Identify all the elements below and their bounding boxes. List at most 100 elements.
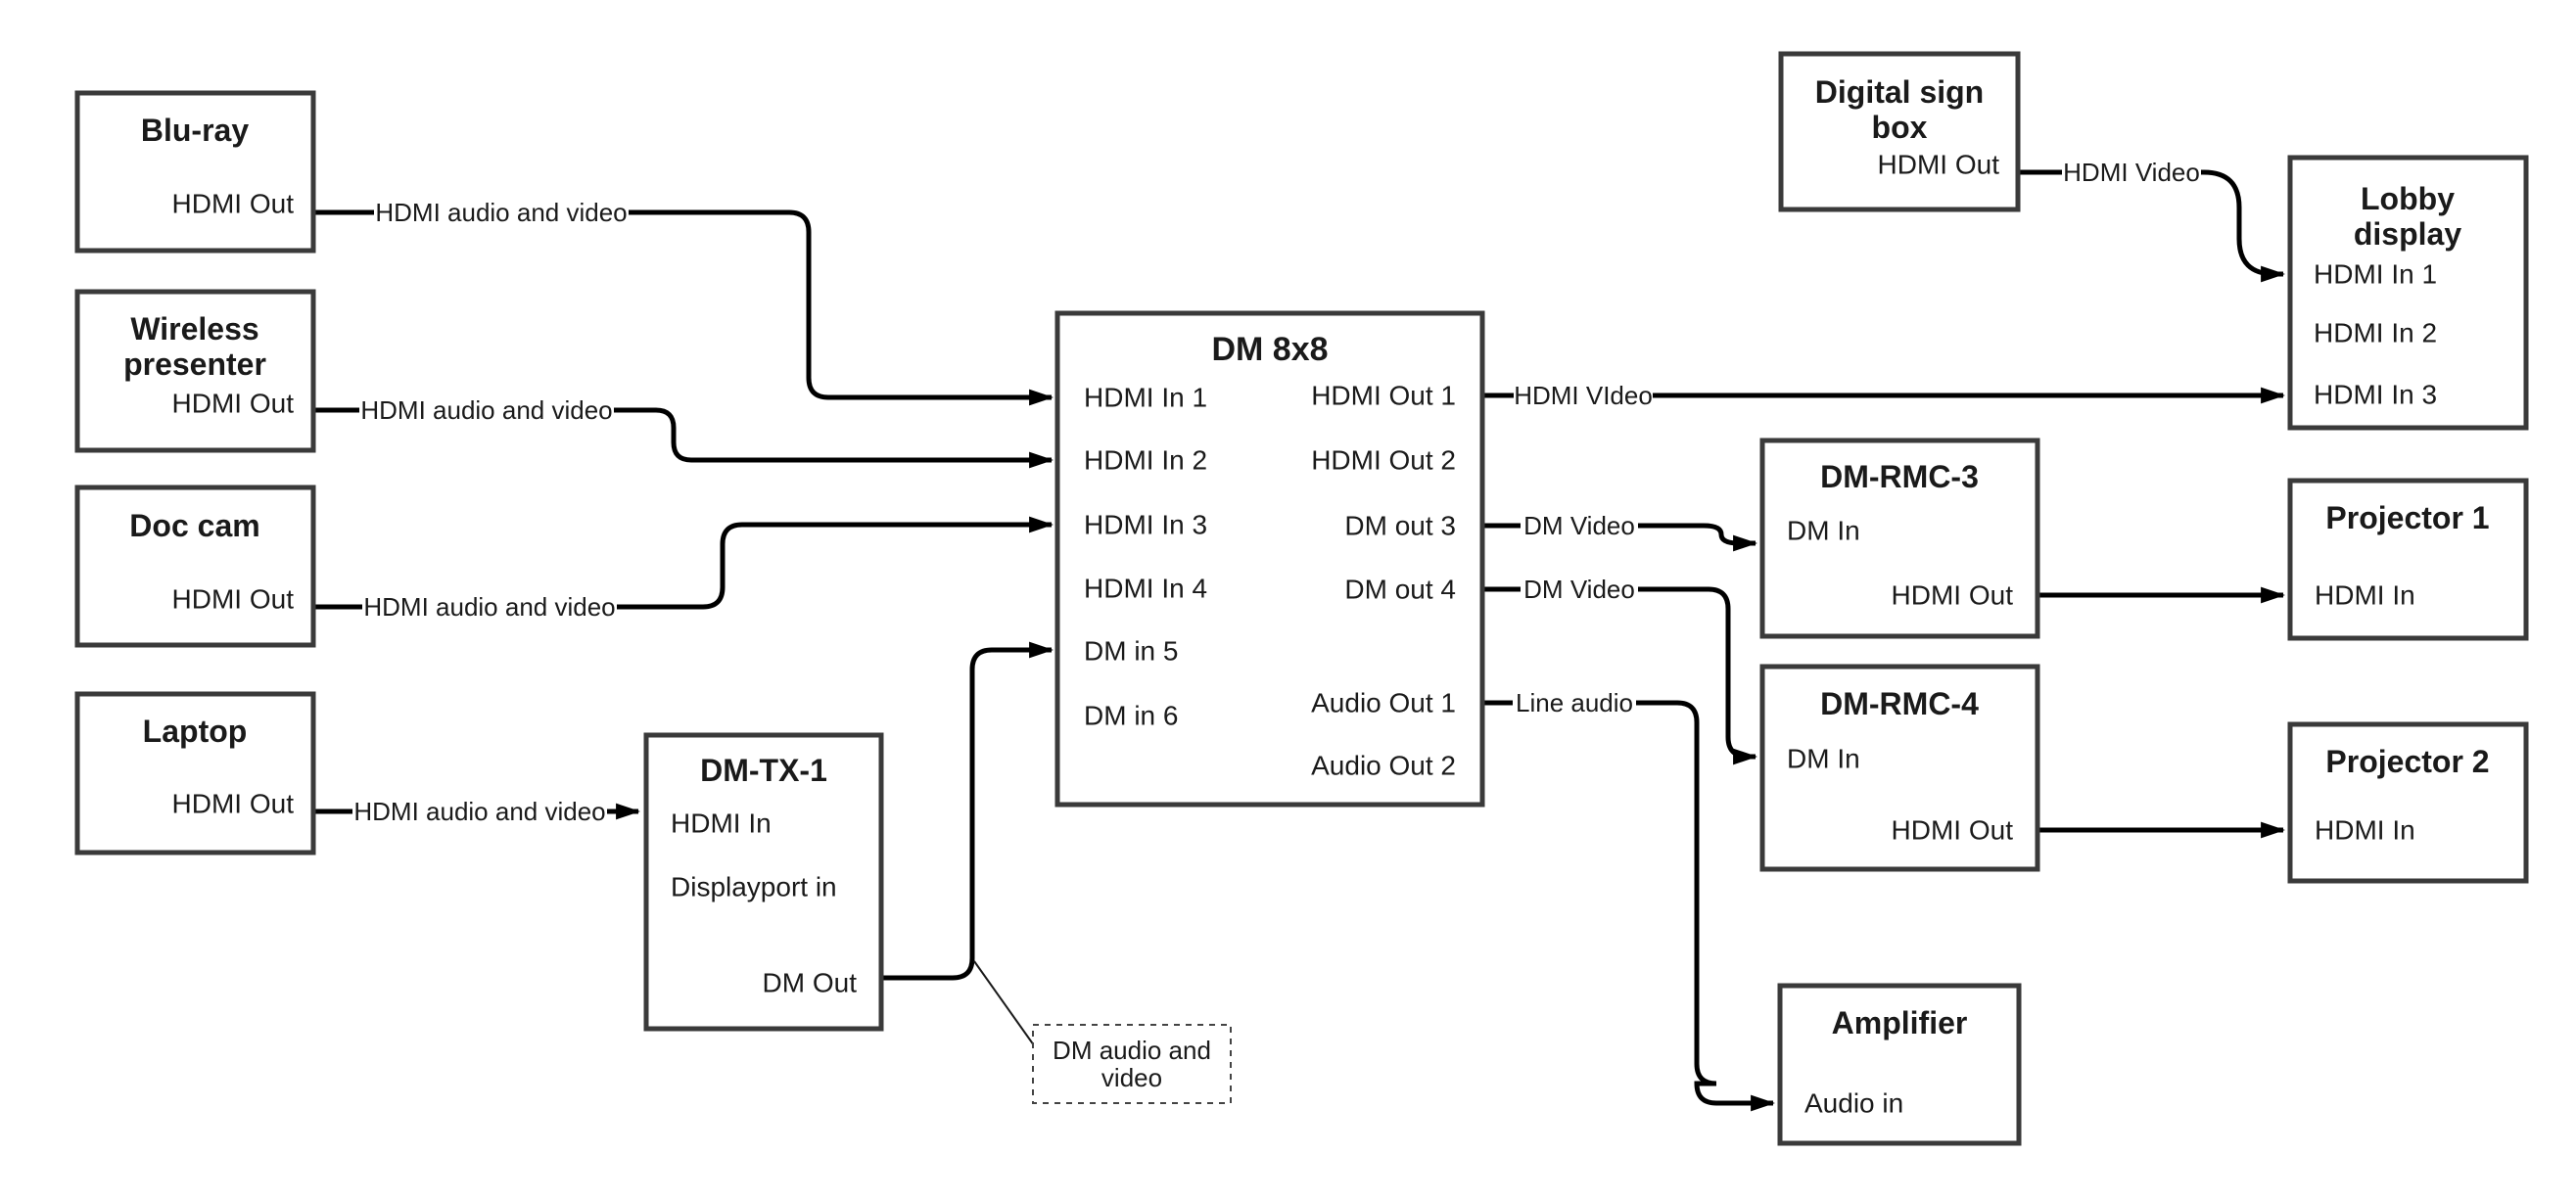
- node-dm8x8: DM 8x8 HDMI In 1 HDMI In 2 HDMI In 3 HDM…: [1054, 310, 1485, 808]
- node-projector1-title: Projector 1: [2325, 500, 2489, 535]
- port-dm-rmc3-dm-in: DM In: [1787, 516, 1860, 546]
- port-dm8x8-hdmi-out-1: HDMI Out 1: [1311, 381, 1456, 411]
- node-blu-ray: Blu-ray HDMI Out: [74, 90, 316, 254]
- port-dm-tx1-dm-out: DM Out: [763, 968, 858, 998]
- node-dm8x8-box: [1054, 310, 1485, 808]
- wire-dm8x8-out3-to-dm-rmc3: [1474, 523, 1758, 552]
- node-dm-rmc4-title: DM-RMC-4: [1820, 686, 1979, 721]
- wire-label-bg: [374, 196, 629, 229]
- wire-label-line-audio: Line audio: [1516, 688, 1633, 717]
- port-doc-cam-hdmi-out: HDMI Out: [172, 584, 295, 615]
- port-dm8x8-dm-out-3: DM out 3: [1344, 511, 1456, 541]
- wire-label-hdmi-video-out1: HDMI VIdeo: [1514, 381, 1653, 410]
- node-wireless-presenter-title-line2: presenter: [123, 346, 266, 382]
- wire-label-bg: [2062, 156, 2201, 189]
- node-wireless-presenter: Wireless presenter HDMI Out: [74, 289, 316, 453]
- node-wireless-presenter-title-line1: Wireless: [130, 311, 258, 346]
- port-dm8x8-hdmi-in-1: HDMI In 1: [1084, 383, 1207, 413]
- wire-label-bg: [362, 590, 617, 624]
- node-digital-sign-box: Digital sign box HDMI Out: [1778, 51, 2021, 212]
- node-lobby-display-box: [2287, 155, 2529, 431]
- node-projector1: Projector 1 HDMI In: [2287, 478, 2529, 641]
- node-blu-ray-title: Blu-ray: [141, 113, 249, 148]
- node-digital-sign-title-line2: box: [1872, 110, 1928, 145]
- port-dm8x8-audio-out-1: Audio Out 1: [1311, 688, 1456, 718]
- wire-dm-tx1-to-dm8x8-in5: [881, 641, 1054, 981]
- port-amplifier-audio-in: Audio in: [1804, 1088, 1903, 1119]
- wire-label-bg: [1521, 573, 1638, 606]
- wire-label-bg: [1521, 509, 1638, 542]
- node-lobby-display: Lobby display HDMI In 1 HDMI In 2 HDMI I…: [2287, 155, 2529, 431]
- node-doc-cam: Doc cam HDMI Out: [74, 485, 316, 648]
- port-dm-rmc4-dm-in: DM In: [1787, 744, 1860, 774]
- port-dm8x8-dm-out-4: DM out 4: [1344, 575, 1456, 605]
- node-dm8x8-title: DM 8x8: [1211, 331, 1328, 368]
- wire-doc-cam-to-dm8x8-in3: [313, 516, 1054, 610]
- node-blu-ray-box: [74, 90, 316, 254]
- wire-labels: HDMI audio and video HDMI audio and vide…: [352, 156, 2201, 828]
- node-dm-rmc3-title: DM-RMC-3: [1820, 459, 1979, 494]
- port-dm-rmc4-hdmi-out: HDMI Out: [1892, 815, 2014, 846]
- node-dm-tx1-title: DM-TX-1: [700, 753, 827, 788]
- node-dm-rmc4: DM-RMC-4 DM In HDMI Out: [1759, 664, 2040, 872]
- callout-dm-audio-video: DM audio and video: [973, 960, 1232, 1104]
- wire-dm8x8-audio1-to-amplifier: [1474, 700, 1776, 1112]
- node-digital-sign-box-box: [1778, 51, 2021, 212]
- node-amplifier-box: [1777, 983, 2022, 1146]
- port-lobby-hdmi-in-2: HDMI In 2: [2314, 318, 2437, 348]
- wire-label-wireless: HDMI audio and video: [360, 395, 612, 425]
- node-projector2-box: [2287, 721, 2529, 884]
- node-dm-rmc3-box: [1759, 438, 2040, 639]
- node-doc-cam-box: [74, 485, 316, 648]
- wire-label-bg: [352, 795, 607, 828]
- wire-label-dm-video-out3: DM Video: [1523, 511, 1635, 540]
- port-dm8x8-hdmi-in-3: HDMI In 3: [1084, 510, 1207, 540]
- port-laptop-hdmi-out: HDMI Out: [172, 789, 295, 819]
- node-digital-sign-title-line1: Digital sign: [1815, 74, 1984, 110]
- port-dm8x8-hdmi-out-2: HDMI Out 2: [1311, 445, 1456, 476]
- wire-blu-ray-to-dm8x8-in1: [313, 209, 1054, 406]
- wire-label-bg: [1513, 686, 1636, 719]
- port-blu-ray-hdmi-out: HDMI Out: [172, 189, 295, 219]
- node-projector2: Projector 2 HDMI In: [2287, 721, 2529, 884]
- port-dm-rmc3-hdmi-out: HDMI Out: [1892, 580, 2014, 611]
- callout-text-line1: DM audio and: [1053, 1036, 1211, 1065]
- wire-label-dm-video-out4: DM Video: [1523, 575, 1635, 604]
- port-digital-sign-hdmi-out: HDMI Out: [1878, 150, 2000, 180]
- node-lobby-display-title-line2: display: [2354, 216, 2461, 252]
- node-amplifier-title: Amplifier: [1832, 1005, 1968, 1040]
- wire-label-blu-ray: HDMI audio and video: [375, 198, 627, 227]
- node-projector2-title: Projector 2: [2325, 744, 2489, 779]
- node-laptop-box: [74, 691, 316, 855]
- port-dm8x8-audio-out-2: Audio Out 2: [1311, 751, 1456, 781]
- wire-label-hdmi-video-sign: HDMI Video: [2063, 158, 2200, 187]
- node-dm-rmc4-box: [1759, 664, 2040, 872]
- port-projector1-hdmi-in: HDMI In: [2315, 580, 2415, 611]
- node-dm-tx1-box: [643, 732, 884, 1032]
- node-doc-cam-title: Doc cam: [129, 508, 259, 543]
- node-amplifier: Amplifier Audio in: [1777, 983, 2022, 1146]
- node-wireless-presenter-box: [74, 289, 316, 453]
- port-dm-tx1-displayport-in: Displayport in: [671, 872, 837, 902]
- wire-digital-sign-to-lobby-in1: [2018, 169, 2286, 283]
- node-laptop-title: Laptop: [143, 714, 248, 749]
- callout-box: [1032, 1024, 1232, 1104]
- node-laptop: Laptop HDMI Out: [74, 691, 316, 855]
- wire-dm8x8-out4-to-dm-rmc4: [1474, 586, 1758, 765]
- wire-label-bg: [359, 393, 614, 427]
- node-dm-tx1: DM-TX-1 HDMI In Displayport in DM Out: [643, 732, 884, 1032]
- wire-wireless-to-dm8x8-in2: [313, 407, 1054, 469]
- port-dm8x8-hdmi-in-4: HDMI In 4: [1084, 574, 1207, 604]
- wire-label-laptop: HDMI audio and video: [353, 797, 605, 826]
- port-dm8x8-dm-in-5: DM in 5: [1084, 636, 1178, 667]
- wire-label-doc-cam: HDMI audio and video: [363, 592, 615, 622]
- node-dm-rmc3: DM-RMC-3 DM In HDMI Out: [1759, 438, 2040, 639]
- port-lobby-hdmi-in-1: HDMI In 1: [2314, 259, 2437, 290]
- callout-leader-line: [973, 960, 1035, 1046]
- port-lobby-hdmi-in-3: HDMI In 3: [2314, 380, 2437, 410]
- port-dm-tx1-hdmi-in: HDMI In: [671, 808, 772, 839]
- node-projector1-box: [2287, 478, 2529, 641]
- port-dm8x8-dm-in-6: DM in 6: [1084, 701, 1178, 731]
